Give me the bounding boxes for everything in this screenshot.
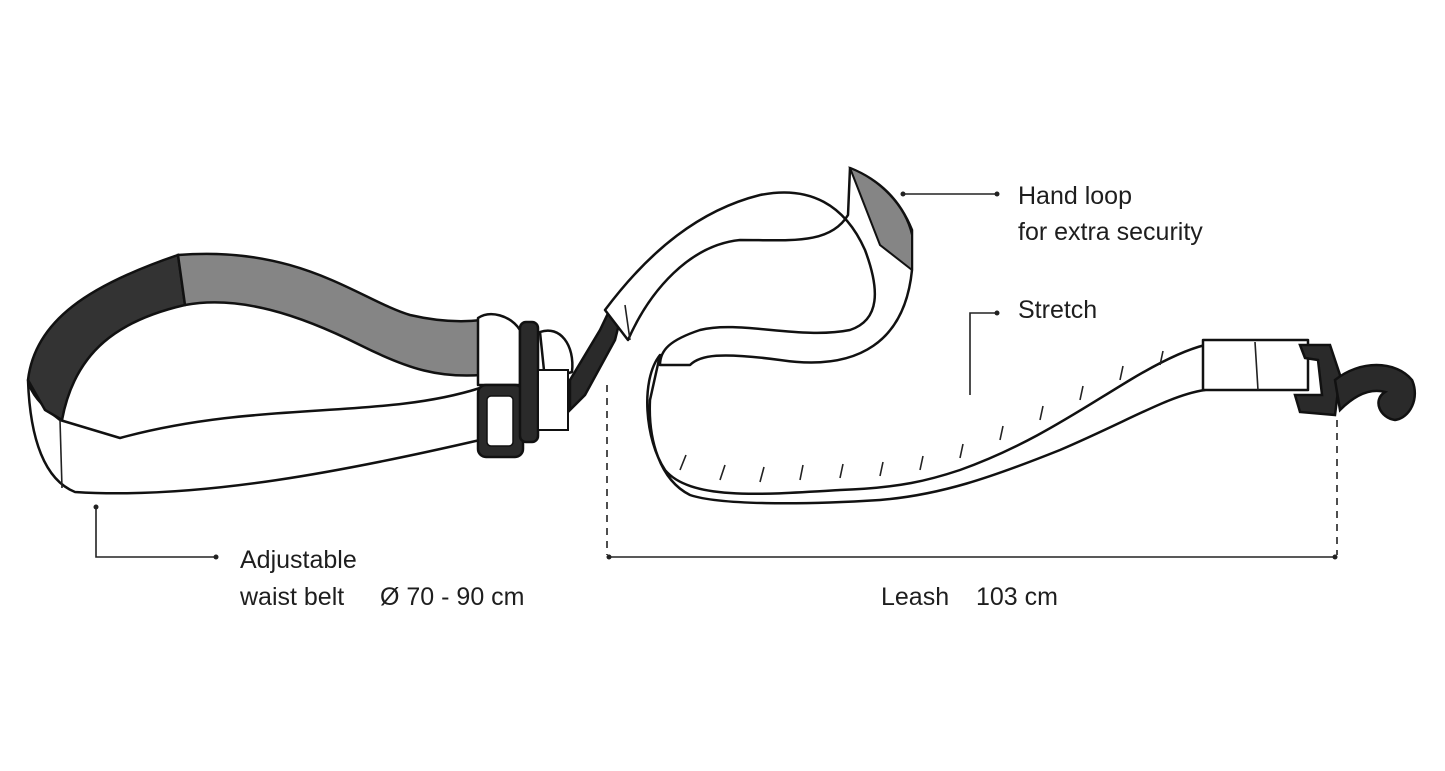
leash-length: 103 cm — [976, 583, 1058, 611]
waist-belt-label: Adjustable — [240, 546, 357, 574]
callout-waist-belt: Adjustable waist belt Ø 70 - 90 cm — [93, 504, 525, 611]
callout-stretch: Stretch — [969, 296, 1097, 395]
leash-label: Leash — [881, 583, 949, 611]
callout-hand-loop: Hand loop for extra security — [900, 182, 1203, 246]
waist-belt-illustration — [26, 252, 627, 495]
hand-loop-label: Hand loop — [1018, 182, 1132, 210]
hand-loop-illustration — [603, 166, 914, 367]
dimension-leash: Leash 103 cm — [606, 385, 1338, 611]
waist-belt-sublabel: waist belt — [239, 583, 344, 611]
stretch-bungee-illustration — [646, 338, 1417, 505]
stretch-label: Stretch — [1018, 296, 1097, 324]
hand-loop-sublabel: for extra security — [1018, 218, 1203, 246]
waist-belt-size: Ø 70 - 90 cm — [380, 583, 525, 611]
